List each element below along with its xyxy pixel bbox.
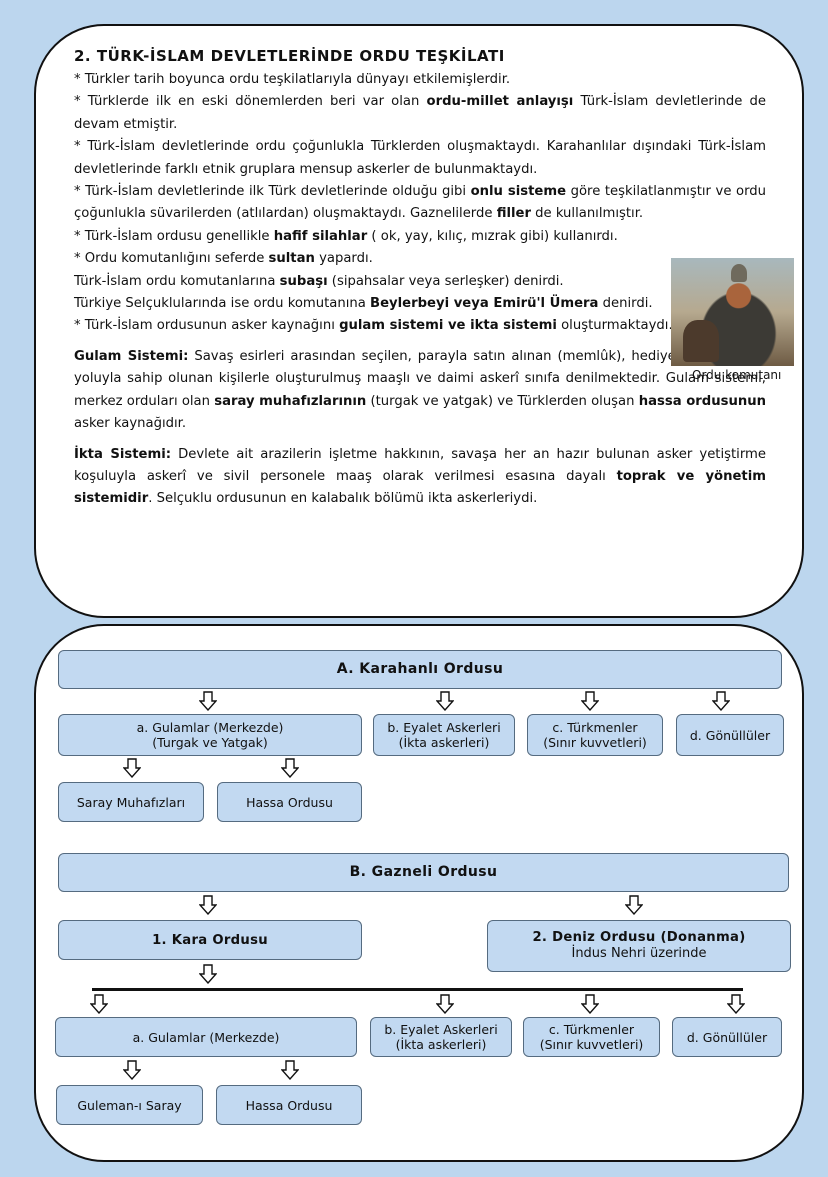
k-turkmen-line1: c. Türkmenler [552, 720, 638, 735]
commander-photo [671, 258, 794, 366]
text-content: 2. TÜRK-İSLAM DEVLETLERİNDE ORDU TEŞKİLA… [74, 46, 766, 511]
g-hassa: Hassa Ordusu [245, 1097, 333, 1113]
gulam-paragraph: Gulam Sistemi: Savaş esirleri arasından … [74, 348, 766, 432]
horse-shape [683, 320, 719, 362]
g-gonullu: d. Gönüllüler [686, 1029, 768, 1045]
k-turkmen-line2: (Sınır kuvvetleri) [543, 735, 647, 750]
arrow-down-icon [281, 758, 299, 778]
paragraph-6: * Ordu komutanlığını seferde sultan yapa… [74, 251, 373, 267]
k-hassa: Hassa Ordusu [246, 794, 333, 810]
arrow-down-icon [581, 691, 599, 711]
g-eyalet-line2: (İkta askerleri) [395, 1037, 487, 1052]
arrow-down-icon [199, 895, 217, 915]
k-saray-box: Saray Muhafızları [58, 782, 204, 822]
karahanli-header: A. Karahanlı Ordusu [336, 661, 504, 677]
paragraph-1: * Türkler tarih boyunca ordu teşkilatlar… [74, 72, 511, 87]
arrow-down-icon [199, 964, 217, 984]
arrow-down-icon [436, 994, 454, 1014]
g-hassa-box: Hassa Ordusu [216, 1085, 362, 1125]
k-eyalet-line1: b. Eyalet Askerleri [387, 720, 501, 735]
arrow-down-icon [712, 691, 730, 711]
ikta-paragraph: İkta Sistemi: Devlete ait arazilerin işl… [74, 446, 766, 507]
paragraph-3: * Türk-İslam devletlerinde ordu çoğunluk… [74, 139, 766, 177]
arrow-down-icon [727, 994, 745, 1014]
arrow-down-icon [123, 1060, 141, 1080]
paragraph-7: Türk-İslam ordu komutanlarına subaşı (si… [74, 273, 564, 289]
gazneli-header-box: B. Gazneli Ordusu [58, 853, 789, 892]
paragraph-4: * Türk-İslam devletlerinde ilk Türk devl… [74, 184, 766, 222]
k-gulamlar-line2: (Turgak ve Yatgak) [152, 735, 268, 750]
g-guleman-box: Guleman-ı Saray [56, 1085, 203, 1125]
g-turkmen-line2: (Sınır kuvvetleri) [539, 1037, 644, 1052]
arrow-down-icon [436, 691, 454, 711]
k-gonullu-box: d. Gönüllüler [676, 714, 784, 756]
g-gulamlar: a. Gulamlar (Merkezde) [132, 1029, 280, 1045]
g-deniz-line2: İndus Nehri üzerinde [571, 946, 707, 961]
k-hassa-box: Hassa Ordusu [217, 782, 362, 822]
g-gulamlar-box: a. Gulamlar (Merkezde) [55, 1017, 357, 1057]
paragraph-2: * Türklerde ilk en eski dönemlerden beri… [74, 94, 767, 132]
k-gonullu: d. Gönüllüler [689, 727, 771, 743]
arrow-down-icon [281, 1060, 299, 1080]
g-eyalet-line1: b. Eyalet Askerleri [384, 1022, 498, 1037]
paragraph-8: Türkiye Selçuklularında ise ordu komutan… [74, 296, 653, 312]
g-turkmen-line1: c. Türkmenler [548, 1022, 635, 1037]
helmet-shape [731, 264, 747, 282]
g-deniz-box: 2. Deniz Ordusu (Donanma) İndus Nehri üz… [487, 920, 791, 972]
g-gonullu-box: d. Gönüllüler [672, 1017, 782, 1057]
g-guleman: Guleman-ı Saray [77, 1097, 182, 1113]
k-eyalet-box: b. Eyalet Askerleri (İkta askerleri) [373, 714, 515, 756]
g-deniz-line1: 2. Deniz Ordusu (Donanma) [532, 930, 746, 945]
photo-caption: Ordu komutanı [692, 368, 782, 382]
k-turkmen-box: c. Türkmenler (Sınır kuvvetleri) [527, 714, 663, 756]
k-saray: Saray Muhafızları [76, 794, 186, 810]
diagram-panel [34, 624, 804, 1162]
arrow-down-icon [90, 994, 108, 1014]
karahanli-header-box: A. Karahanlı Ordusu [58, 650, 782, 689]
arrow-down-icon [625, 895, 643, 915]
k-gulamlar-box: a. Gulamlar (Merkezde) (Turgak ve Yatgak… [58, 714, 362, 756]
k-gulamlar-line1: a. Gulamlar (Merkezde) [136, 720, 284, 735]
g-turkmen-box: c. Türkmenler (Sınır kuvvetleri) [523, 1017, 660, 1057]
g-kara-box: 1. Kara Ordusu [58, 920, 362, 960]
paragraph-5: * Türk-İslam ordusu genellikle hafif sil… [74, 228, 618, 244]
arrow-down-icon [581, 994, 599, 1014]
branch-line [92, 988, 743, 991]
paragraph-9: * Türk-İslam ordusunun asker kaynağını g… [74, 318, 673, 334]
gazneli-header: B. Gazneli Ordusu [349, 864, 498, 880]
k-eyalet-line2: (İkta askerleri) [398, 735, 490, 750]
arrow-down-icon [199, 691, 217, 711]
arrow-down-icon [123, 758, 141, 778]
section-title: 2. TÜRK-İSLAM DEVLETLERİNDE ORDU TEŞKİLA… [74, 47, 505, 65]
g-eyalet-box: b. Eyalet Askerleri (İkta askerleri) [370, 1017, 512, 1057]
g-kara: 1. Kara Ordusu [152, 932, 268, 948]
